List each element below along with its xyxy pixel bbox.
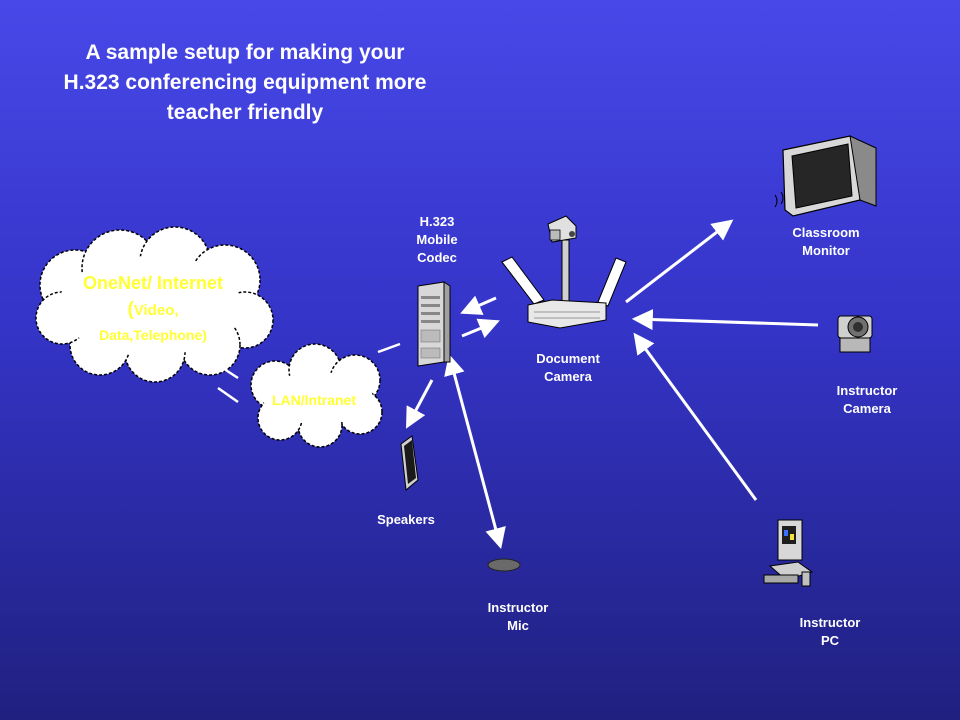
instructor-camera-label: Instructor Camera	[836, 383, 898, 416]
arrow-from-pc	[633, 332, 758, 501]
classroom-monitor-icon	[774, 135, 877, 217]
cloud-link-2	[217, 386, 239, 404]
arrow-from-camera	[631, 309, 819, 331]
document-camera-icon	[501, 215, 627, 329]
speakers-icon	[400, 435, 419, 491]
instructor-pc-label: Instructor PC	[799, 615, 861, 648]
instructor-pc-icon	[763, 519, 814, 587]
instructor-mic-label: Instructor Mic	[487, 600, 549, 633]
onenet-cloud	[35, 226, 274, 383]
lan-codec-link	[377, 342, 401, 354]
cloud-link-1	[217, 363, 239, 380]
page-title: A sample setup for making your H.323 con…	[63, 41, 427, 124]
lan-cloud	[250, 343, 383, 448]
codec-icon	[417, 281, 451, 367]
classroom-monitor-label: Classroom Monitor	[792, 225, 860, 258]
onenet-line-3: Data,Telephone)	[99, 327, 207, 343]
speakers-label: Speakers	[377, 512, 435, 527]
network-links	[217, 342, 401, 404]
lan-cloud-label: LAN/Intranet	[272, 392, 356, 408]
document-camera-label: Document Camera	[536, 351, 600, 384]
mic-icon	[487, 558, 521, 572]
arrow-to-monitor	[625, 219, 734, 304]
arrow-doc-to-codec	[460, 295, 497, 315]
connectors	[406, 219, 819, 550]
arrow-codec-to-doc	[461, 318, 500, 339]
instructor-camera-icon	[837, 315, 873, 353]
onenet-line-2: (Video,	[127, 299, 179, 320]
codec-label: H.323 Mobile Codec	[416, 214, 458, 265]
onenet-cloud-label: OneNet/ Internet (Video, Data,Telephone)	[40, 270, 266, 346]
arrow-to-speakers	[406, 379, 434, 429]
onenet-line-1: OneNet/ Internet	[82, 273, 224, 293]
arrow-mic-codec	[444, 353, 506, 550]
